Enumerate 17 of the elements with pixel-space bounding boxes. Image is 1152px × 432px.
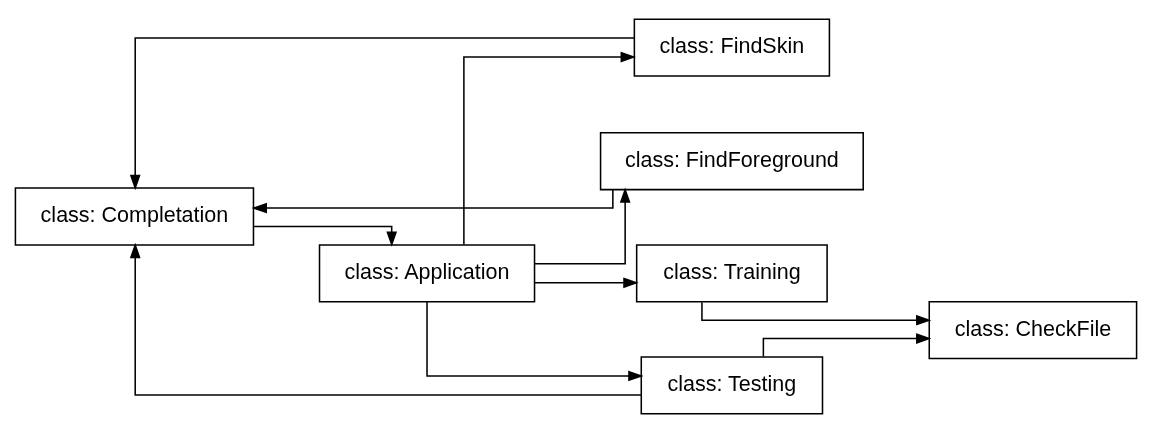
arrow [762, 332, 932, 357]
arrow [534, 187, 631, 265]
node-box: class: Training [635, 243, 828, 302]
node-box: class: FindSkin [633, 17, 831, 77]
arrow [129, 36, 635, 190]
node-box: class: FindForeground [599, 131, 864, 190]
node-box: class: Testing [640, 355, 824, 415]
node-box: class: Application [318, 243, 536, 302]
arrow [534, 276, 639, 288]
node-box: class: Completation [14, 186, 255, 246]
arrow [701, 300, 932, 326]
arrow [129, 242, 643, 396]
node-box: class: CheckFile [928, 300, 1138, 359]
arrow [463, 51, 636, 245]
arrow [251, 188, 614, 213]
arrow [253, 225, 398, 247]
arrow [426, 300, 644, 381]
